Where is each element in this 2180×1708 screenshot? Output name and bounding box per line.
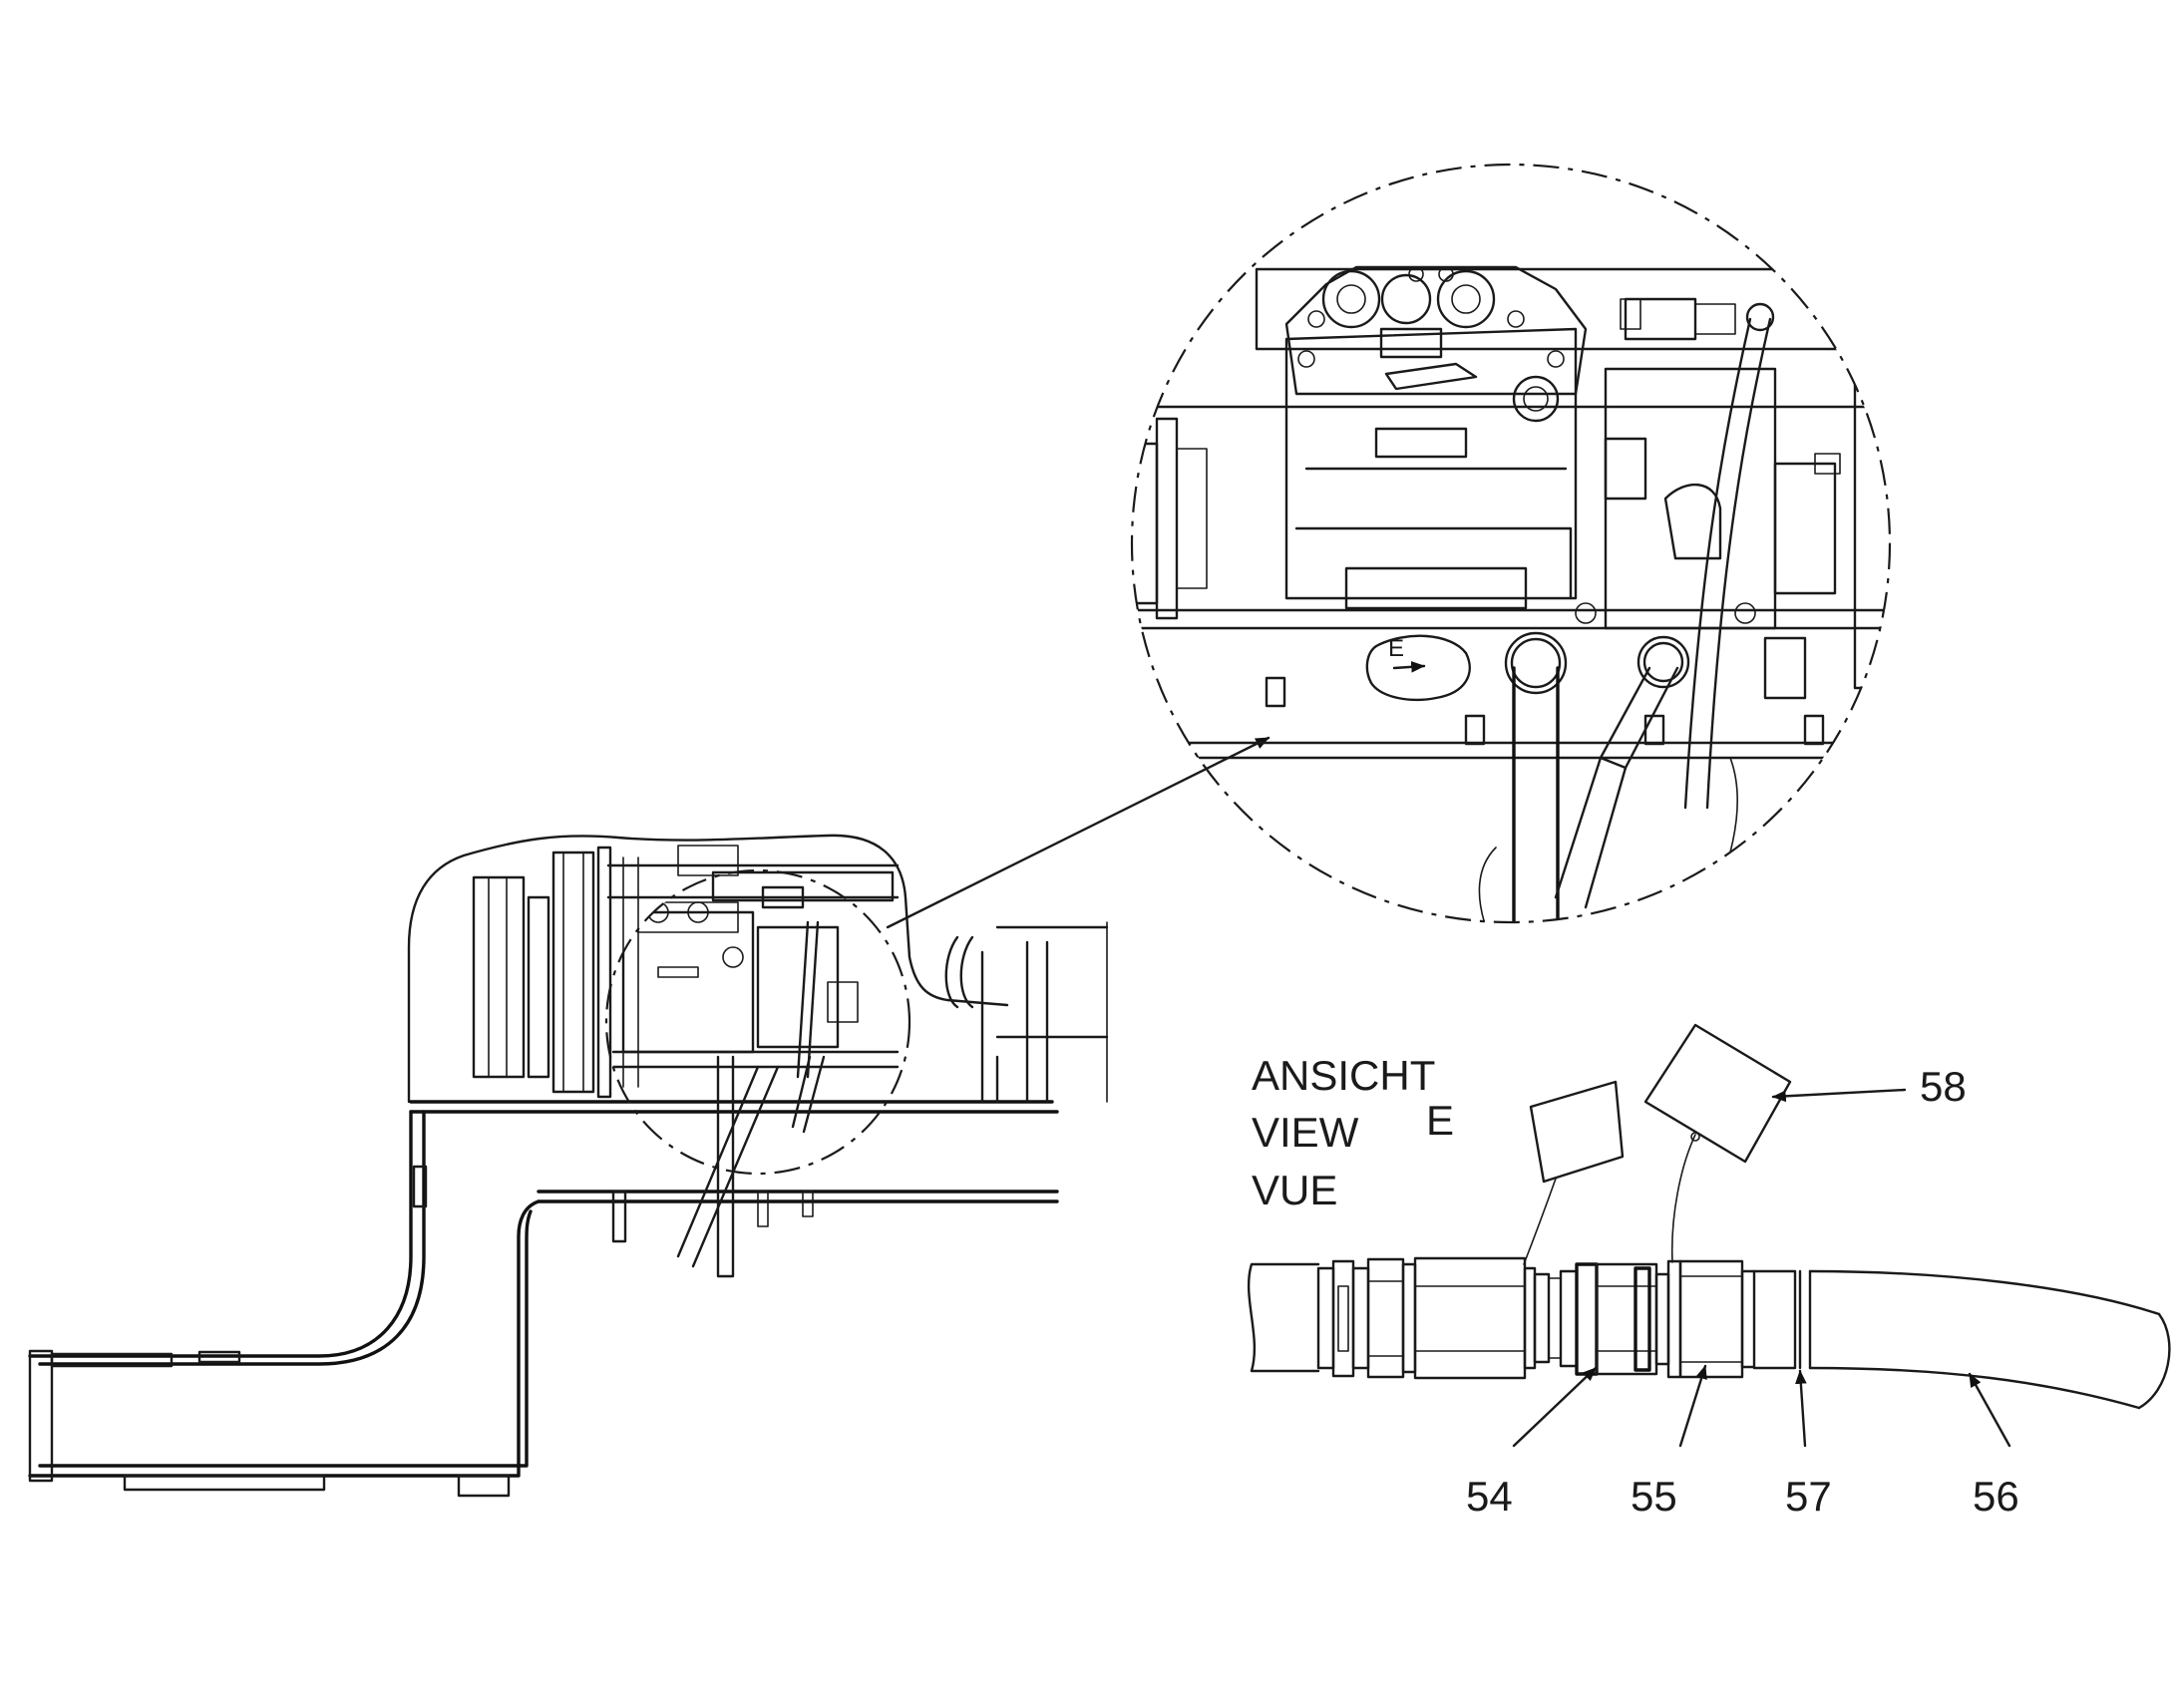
view-direction-marker: E: [1388, 635, 1404, 662]
overall-assembly-view: [28, 834, 1109, 1498]
leader-55: [1678, 1364, 1707, 1448]
view-title-vue: VUE: [1252, 1167, 1337, 1213]
view-e-hose-assembly: ANSICHT VIEW VUE E: [1247, 1023, 2171, 1520]
callout-54: 54: [1466, 1473, 1513, 1520]
callout-57: 57: [1785, 1473, 1832, 1520]
leader-54: [1512, 1366, 1598, 1448]
magnify-leader-arrow: [886, 736, 1271, 929]
magnified-detail-view: E: [1130, 163, 1892, 924]
callout-55: 55: [1631, 1473, 1677, 1520]
small-detail-area: [604, 868, 911, 1176]
view-title-ansicht: ANSICHT: [1252, 1052, 1435, 1099]
leader-58: [1771, 1088, 1907, 1103]
view-title-view: VIEW: [1252, 1109, 1359, 1156]
leader-57: [1795, 1369, 1807, 1448]
callout-58: 58: [1920, 1063, 1967, 1110]
callout-56: 56: [1973, 1473, 2019, 1520]
dust-cap-58: [1643, 1023, 1792, 1164]
leader-56: [1968, 1372, 2011, 1448]
view-letter: E: [1426, 1097, 1454, 1144]
dust-cap-left: [1529, 1080, 1625, 1184]
